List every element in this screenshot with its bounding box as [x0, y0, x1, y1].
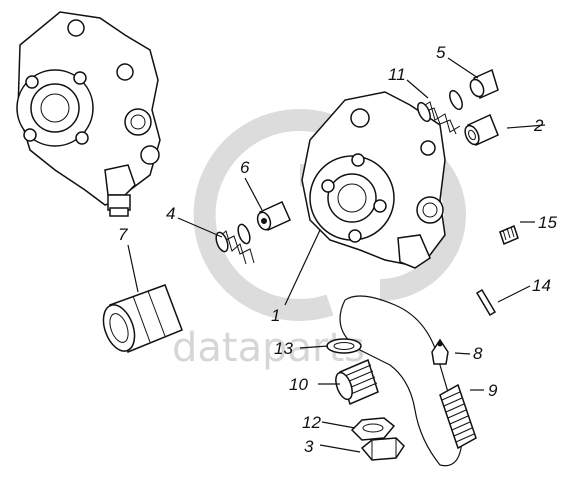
assembly-loop-line	[339, 295, 463, 467]
part-5-plug	[469, 68, 499, 100]
callout-4: 4	[166, 204, 175, 223]
callout-9: 9	[488, 381, 498, 400]
part-14-pin	[475, 288, 497, 317]
callout-3: 3	[304, 437, 314, 456]
callout-13: 13	[274, 339, 293, 358]
part-7-sleeve	[102, 284, 183, 353]
part-8-needle	[431, 338, 449, 365]
callout-15: 15	[538, 213, 557, 232]
part-10-fitting	[335, 358, 379, 406]
callout-10: 10	[289, 375, 308, 394]
part-15-screw	[499, 224, 519, 246]
callout-5: 5	[436, 43, 446, 62]
part-6-plug	[256, 201, 291, 231]
callout-6: 6	[240, 158, 250, 177]
part-4-spring	[215, 223, 255, 265]
callout-8: 8	[473, 344, 483, 363]
part-2-plug	[464, 113, 499, 147]
callout-2: 2	[533, 116, 544, 135]
part-13-washer	[326, 338, 362, 354]
housing-right	[301, 91, 446, 269]
part-12-nut	[350, 417, 396, 441]
part-11-spring	[417, 89, 463, 135]
leader-lines	[127, 57, 546, 453]
callout-14: 14	[532, 276, 551, 295]
housing-left	[16, 11, 161, 217]
part-3-capnut	[360, 437, 405, 461]
callout-1: 1	[271, 306, 280, 325]
callout-12: 12	[302, 413, 321, 432]
callout-7: 7	[118, 225, 128, 244]
callout-11: 11	[388, 65, 406, 84]
part-9-spring	[439, 383, 477, 450]
